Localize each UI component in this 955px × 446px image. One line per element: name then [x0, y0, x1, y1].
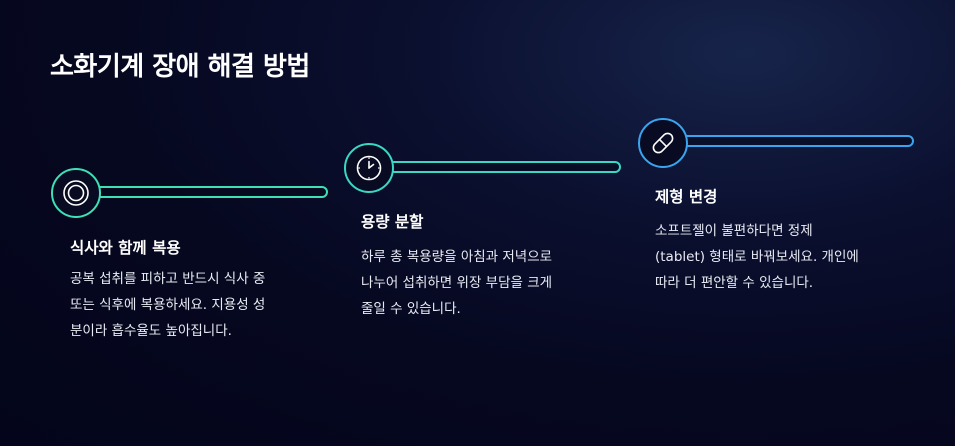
step-description: 공복 섭취를 피하고 반드시 식사 중 또는 식후에 복용하세요. 지용성 성 … — [70, 266, 265, 344]
step-description-line: 또는 식후에 복용하세요. 지용성 성 — [70, 297, 266, 313]
step-description: 하루 총 복용량을 아침과 저녁으로 나누어 섭취하면 위장 부담을 크게 줄일… — [361, 244, 552, 322]
step-progress-bar — [368, 161, 621, 173]
clock-icon — [356, 155, 382, 181]
step-description-line: (tablet) 형태로 바꿔보세요. 개인에 — [655, 249, 859, 265]
step-icon-badge — [638, 118, 688, 168]
step-title: 제형 변경 — [655, 188, 718, 206]
target-rings-icon — [63, 180, 89, 206]
pill-capsule-icon — [652, 132, 674, 154]
step-description: 소프트젤이 불편하다면 정제 (tablet) 형태로 바꿔보세요. 개인에 따… — [655, 218, 859, 296]
step-description-line: 분이라 흡수율도 높아집니다. — [70, 323, 232, 339]
step-description-line: 따라 더 편안할 수 있습니다. — [655, 275, 814, 291]
page-title: 소화기계 장애 해결 방법 — [50, 52, 310, 82]
step-icon-badge — [344, 143, 394, 193]
step-description-line: 하루 총 복용량을 아침과 저녁으로 — [361, 249, 553, 265]
step-title: 용량 분할 — [361, 213, 424, 231]
step-description-line: 줄일 수 있습니다. — [361, 301, 461, 317]
step-description-line: 공복 섭취를 피하고 반드시 식사 중 — [70, 271, 266, 287]
step-progress-bar — [662, 135, 914, 147]
step-progress-bar — [75, 186, 328, 198]
step-description-line: 소프트젤이 불편하다면 정제 — [655, 223, 813, 239]
step-title: 식사와 함께 복용 — [70, 239, 181, 257]
step-icon-badge — [51, 168, 101, 218]
step-description-line: 나누어 섭취하면 위장 부담을 크게 — [361, 275, 553, 291]
